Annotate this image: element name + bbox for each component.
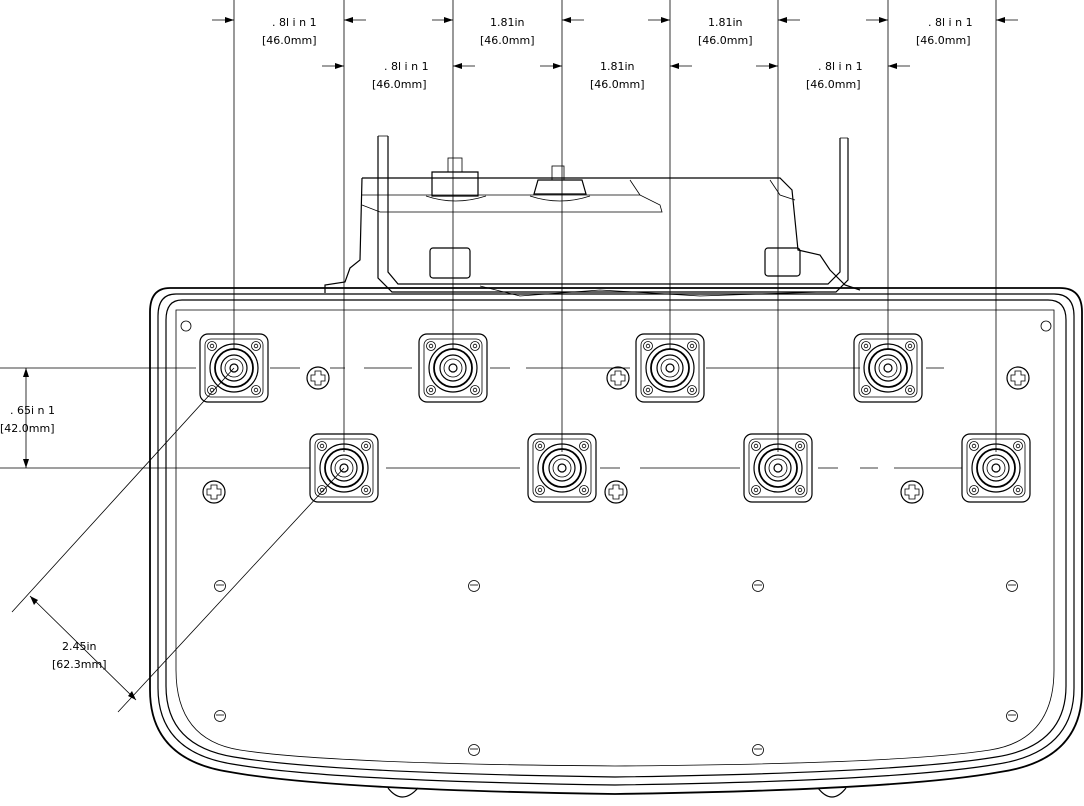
mounting-hole-icon [752,580,764,592]
dim-top-1-mm: [46.0mm] [262,34,317,47]
extension-lines [233,0,997,452]
dim-second-2-mm: [46.0mm] [590,78,645,91]
connector-group [199,333,1031,503]
screw-icon [606,366,630,390]
mounting-hole-icon [214,710,226,722]
screw-icon [604,480,628,504]
housing [149,287,1083,798]
screw-icon [900,480,924,504]
mounting-hole-icon [1006,580,1018,592]
mounting-hole-icon [214,580,226,592]
dim-top-4-mm: [46.0mm] [916,34,971,47]
mounting-hole-icon [1006,710,1018,722]
screw-group [202,366,1030,504]
dimension-labels: . 8l i n 1 [46.0mm] 1.81in [46.0mm] 1.81… [0,16,973,671]
dim-diagonal-mm: [62.3mm] [52,658,107,671]
hole-group [214,580,1018,756]
mounting-hole-icon [468,744,480,756]
center-lines [0,367,962,469]
screw-icon [306,366,330,390]
dim-top-3-in: 1.81in [708,16,743,29]
dim-second-1-mm: [46.0mm] [372,78,427,91]
dim-vertical-mm: [42.0mm] [0,422,55,435]
mounting-bracket [324,135,861,297]
dim-vertical-in: . 65i n 1 [10,404,55,417]
dim-top-3-mm: [46.0mm] [698,34,753,47]
dim-diagonal-in: 2.45in [62,640,97,653]
dimension-arrows [11,17,1018,713]
mounting-hole-icon [468,580,480,592]
screw-icon [1006,366,1030,390]
dim-second-3-in: . 8l i n 1 [818,60,863,73]
screw-icon [202,480,226,504]
dim-second-3-mm: [46.0mm] [806,78,861,91]
dim-top-1-in: . 8l i n 1 [272,16,317,29]
dim-top-4-in: . 8l i n 1 [928,16,973,29]
dim-second-1-in: . 8l i n 1 [384,60,429,73]
dim-second-2-in: 1.81in [600,60,635,73]
dim-top-2-in: 1.81in [490,16,525,29]
mounting-hole-icon [752,744,764,756]
dim-top-2-mm: [46.0mm] [480,34,535,47]
